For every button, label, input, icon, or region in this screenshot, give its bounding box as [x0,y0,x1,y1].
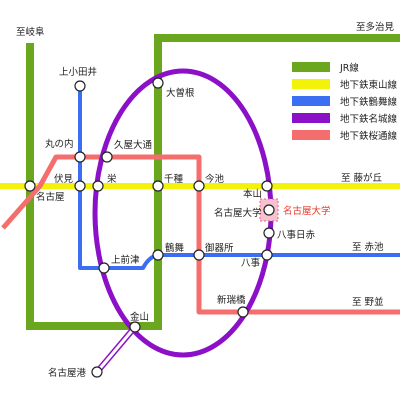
label-tsurumai: 鶴舞 [165,242,185,254]
label-aratama-bashi: 新瑞橋 [217,294,246,306]
station-kanayama[interactable] [129,321,141,333]
station-yagoto[interactable] [261,249,273,261]
label-gokiso: 御器所 [205,242,234,254]
label-hisaya-odori: 久屋大通 [114,139,153,151]
label-kamimaezu: 上前津 [111,254,140,266]
dest-nonami: 至 野並 [352,296,384,308]
label-kamiotai: 上小田井 [59,66,97,78]
label-marunouchi: 丸の内 [45,138,74,150]
station-gokiso[interactable] [193,249,205,261]
label-sakae: 栄 [107,173,117,185]
legend-swatch-higashiyama [292,79,330,89]
legend-label-sakuradori: 地下鉄桜通線 [340,130,398,142]
highlight-label: 名古屋大学 [283,205,331,217]
station-tsurumai[interactable] [152,249,164,261]
label-nagoya-ko: 名古屋港 [48,367,87,379]
dest-tajimi: 至多治見 [356,21,395,33]
sakuradori-line [1,154,400,315]
station-nagoya-daigaku[interactable] [263,204,275,216]
dest-akaike: 至 赤池 [352,241,384,253]
label-nagoya: 名古屋 [36,191,65,203]
station-aratama-bashi[interactable] [237,306,249,318]
meiko-line [94,325,138,374]
station-chikusa[interactable] [152,180,164,192]
label-imaike: 今池 [205,173,225,185]
label-yagoto-nisseki: 八事日赤 [277,229,316,241]
station-ozone[interactable] [152,77,164,89]
legend: JR線 地下鉄東山線 地下鉄鶴舞線 地下鉄名城線 地下鉄桜通線 [292,62,398,142]
legend-label-jr: JR線 [339,62,359,74]
station-yagoto-nisseki[interactable] [263,227,275,239]
label-yagoto: 八事 [241,257,261,269]
label-ozone: 大曽根 [166,87,195,99]
jr-line [26,34,400,330]
station-nagoya[interactable] [24,180,36,192]
dest-gifu: 至岐阜 [16,26,45,38]
station-fushimi[interactable] [74,180,86,192]
legend-swatch-sakuradori [292,130,330,140]
legend-swatch-jr [292,62,330,72]
legend-swatch-tsurumai [292,96,330,106]
legend-label-meijo: 地下鉄名城線 [340,113,398,125]
label-kanayama: 金山 [130,311,149,323]
dest-fujigaoka: 至 藤が丘 [341,172,383,184]
station-motoyama[interactable] [261,180,273,192]
label-chikusa: 千種 [164,174,184,185]
station-nagoya-ko[interactable] [91,366,103,378]
label-nagoya-daigaku: 名古屋大学 [214,207,262,219]
station-imaike[interactable] [193,180,205,192]
legend-label-higashiyama: 地下鉄東山線 [340,79,398,91]
station-marunouchi[interactable] [74,151,86,163]
label-motoyama: 本山 [243,188,262,200]
station-kamimaezu[interactable] [98,262,110,274]
legend-swatch-meijo [292,113,330,123]
station-sakae[interactable] [92,180,104,192]
legend-label-tsurumai: 地下鉄鶴舞線 [340,96,398,108]
station-hisaya-odori[interactable] [101,151,113,163]
station-kamiotai[interactable] [74,80,86,92]
label-fushimi: 伏見 [54,173,74,185]
